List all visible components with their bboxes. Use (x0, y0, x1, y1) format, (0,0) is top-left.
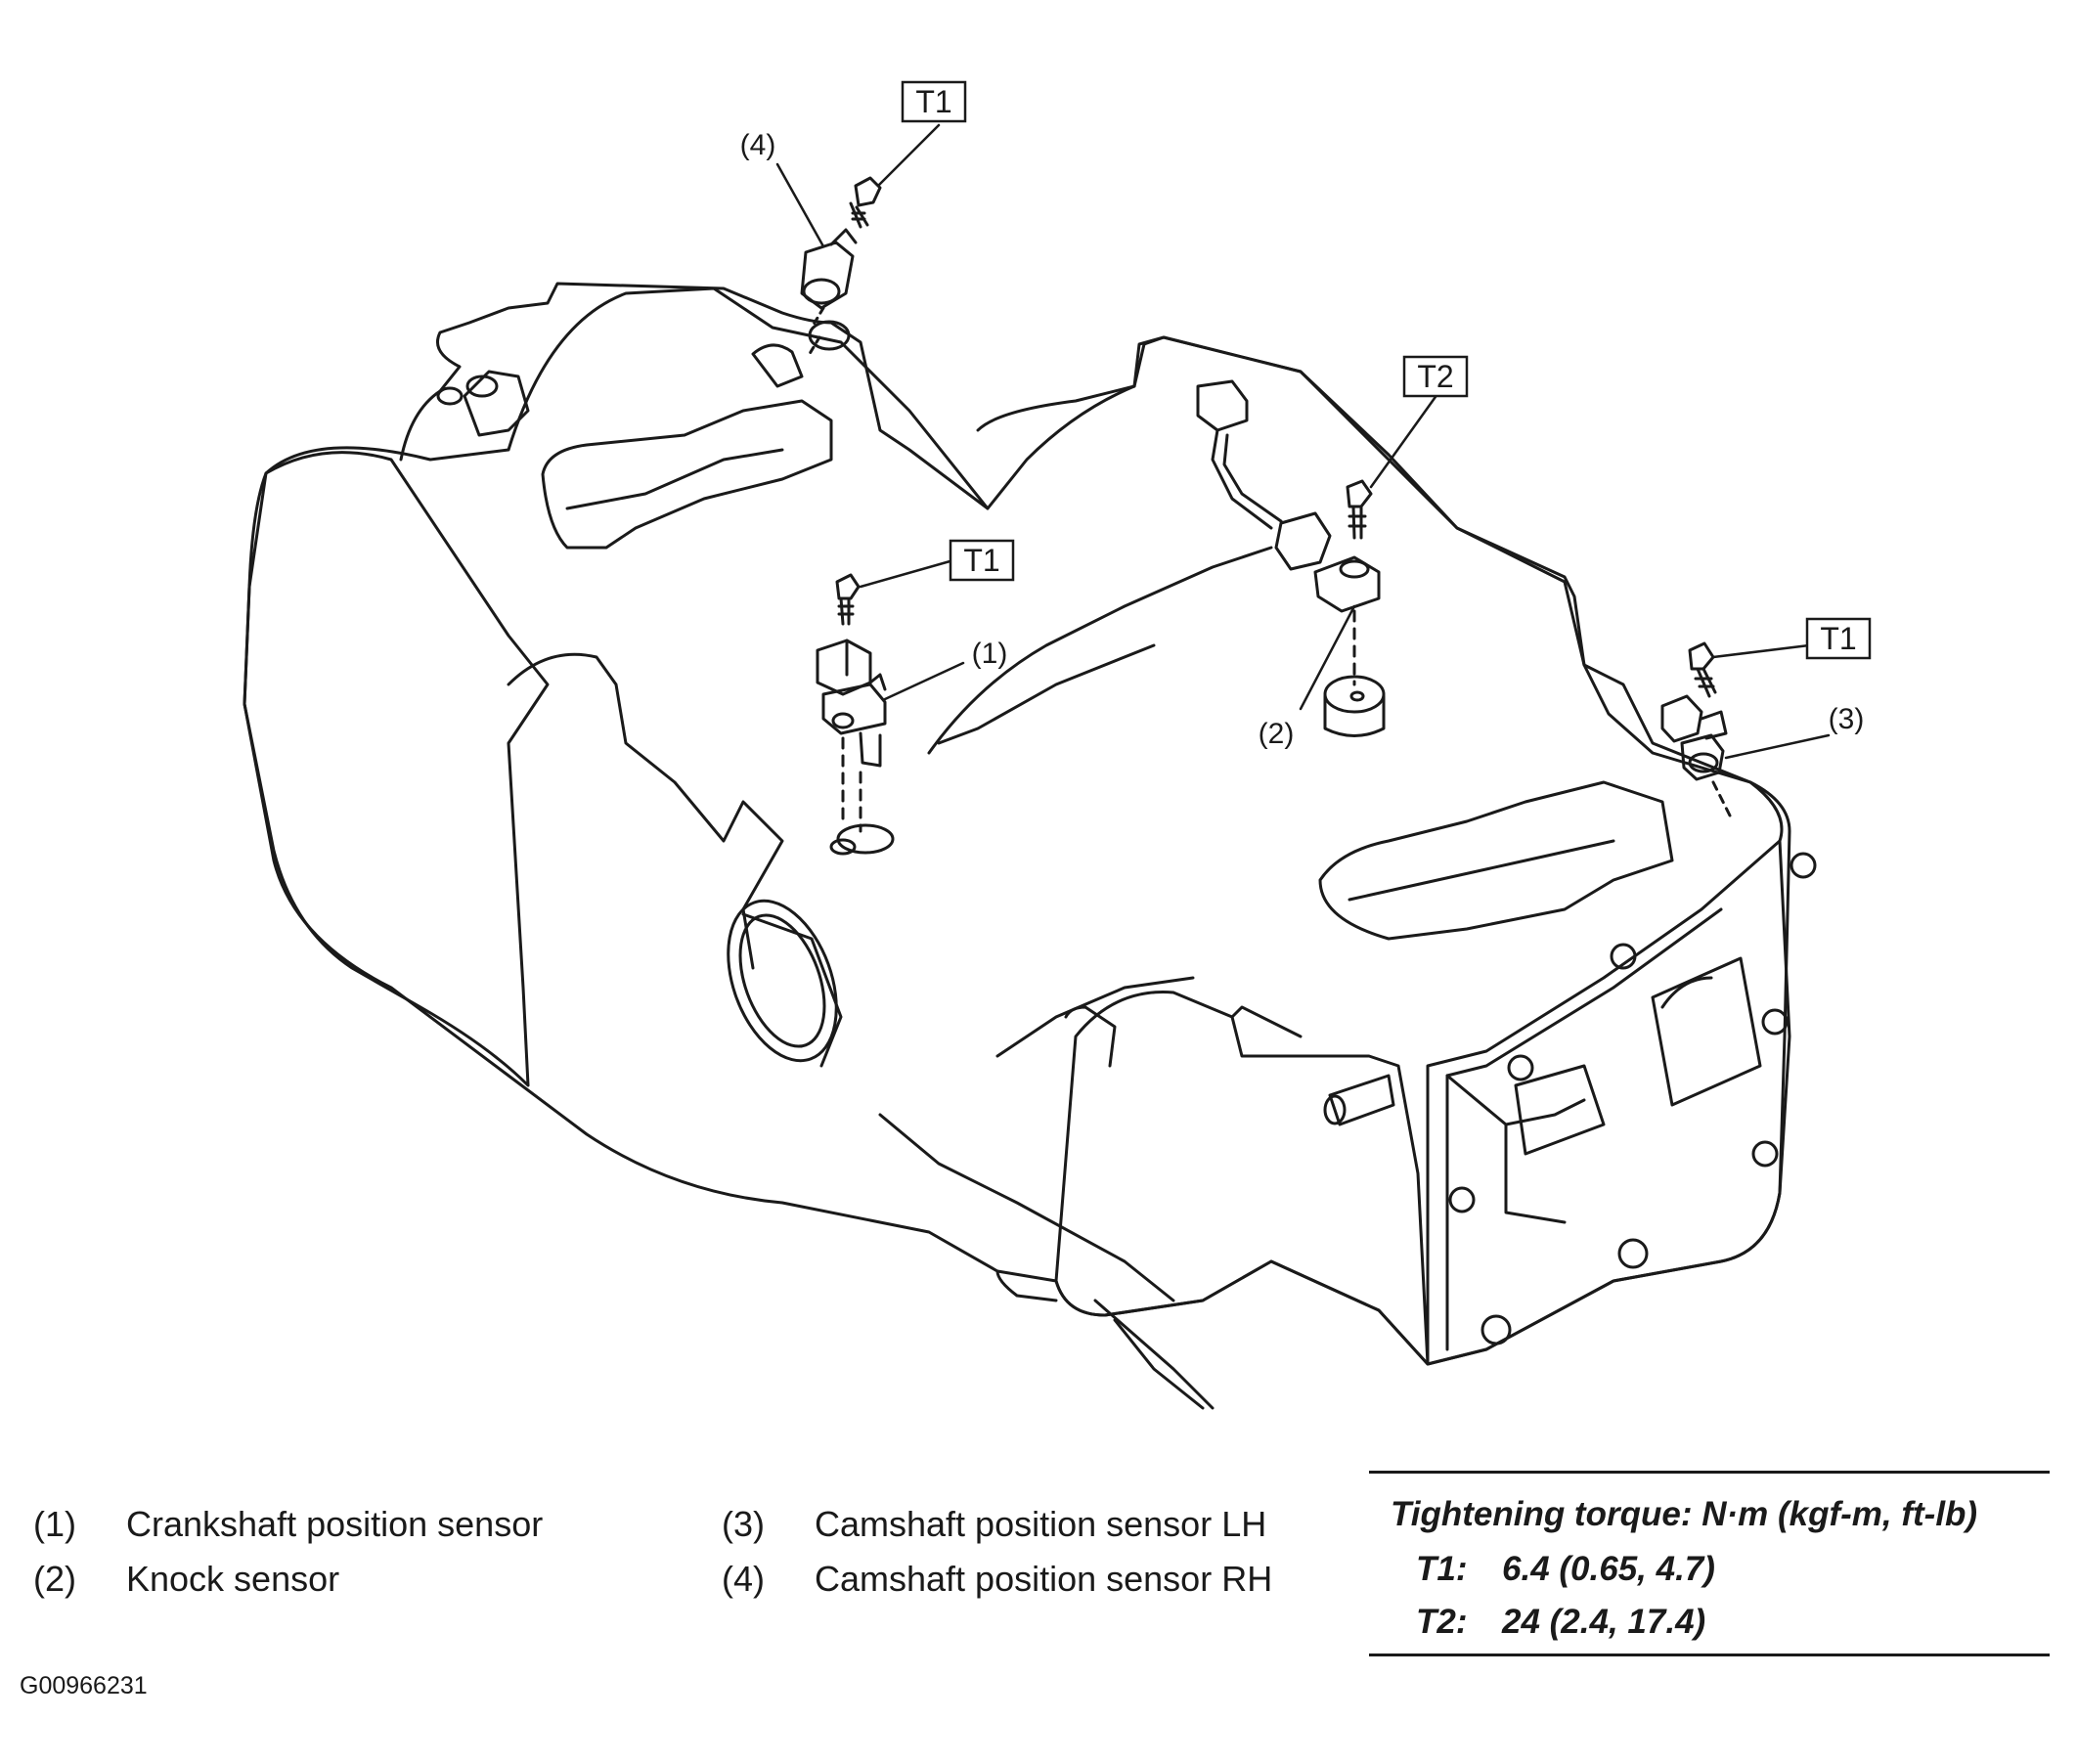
legend-label: Camshaft position sensor RH (815, 1559, 1273, 1599)
callout-4: (4) (740, 129, 776, 161)
legend-label: Crankshaft position sensor (126, 1504, 544, 1544)
callout-1: (1) (972, 638, 1008, 670)
torque-box-label: T1 (963, 543, 999, 578)
legend-label: Camshaft position sensor LH (815, 1504, 1267, 1544)
crank-sensor-seat (836, 823, 895, 855)
legend-item: (2) Knock sensor (33, 1552, 543, 1607)
leader-lines (775, 123, 1831, 760)
torque-spec-row: T1: 6.4 (0.65, 4.7) (1416, 1550, 1715, 1589)
torque-key: T2: (1416, 1603, 1468, 1641)
torque-box-t1-top: T1 (901, 80, 967, 123)
bolt-t1-lh (1688, 641, 1717, 698)
bolt-t1-crank (835, 573, 861, 626)
bolt-t2-knock (1346, 479, 1373, 540)
torque-spec-table: Tightening torque: N·m (kgf-m, ft-lb) T1… (1369, 1471, 2050, 1656)
callout-2: (2) (1259, 718, 1295, 750)
camshaft-sensor-lh (1660, 694, 1735, 823)
figure-id: G00966231 (20, 1672, 148, 1699)
legend-left: (1) Crankshaft position sensor (2) Knock… (33, 1497, 543, 1607)
legend-item: (3) Camshaft position sensor LH (722, 1497, 1272, 1552)
cylinder-head-lh (1132, 335, 1784, 843)
left-timing-cover (243, 451, 550, 1087)
legend-number: (1) (33, 1504, 76, 1544)
torque-value: 24 (2.4, 17.4) (1502, 1603, 1706, 1641)
legend-number: (2) (33, 1559, 76, 1599)
knock-sensor (1196, 379, 1381, 686)
torque-spec-title: Tightening torque: N·m (kgf-m, ft-lb) (1391, 1495, 1978, 1533)
bolt-heads (1448, 852, 1817, 1345)
torque-box-t2: T2 (1402, 355, 1469, 398)
legend-item: (1) Crankshaft position sensor (33, 1497, 543, 1552)
bolt-t1-rh (849, 176, 882, 229)
torque-box-label: T2 (1417, 359, 1453, 394)
legend-number: (3) (722, 1504, 765, 1544)
torque-box-t1-crank: T1 (949, 539, 1015, 582)
torque-value: 6.4 (0.65, 4.7) (1502, 1550, 1715, 1588)
legend-label: Knock sensor (126, 1559, 340, 1599)
right-timing-cover (1054, 991, 1430, 1366)
torque-box-label: T1 (1820, 621, 1856, 656)
crankshaft-sensor (816, 639, 887, 833)
legend-number: (4) (722, 1559, 765, 1599)
legend-middle: (3) Camshaft position sensor LH (4) Cams… (722, 1497, 1272, 1607)
legend-item: (4) Camshaft position sensor RH (722, 1552, 1272, 1607)
rear-plate (1426, 839, 1791, 1366)
torque-box-label: T1 (915, 84, 951, 119)
torque-box-t1-lh: T1 (1805, 617, 1872, 660)
torque-key: T1: (1416, 1550, 1468, 1588)
coolant-port (727, 899, 838, 1063)
camshaft-sensor-rh (800, 228, 858, 359)
torque-spec-row: T2: 24 (2.4, 17.4) (1416, 1603, 1705, 1642)
callout-3: (3) (1829, 703, 1865, 735)
